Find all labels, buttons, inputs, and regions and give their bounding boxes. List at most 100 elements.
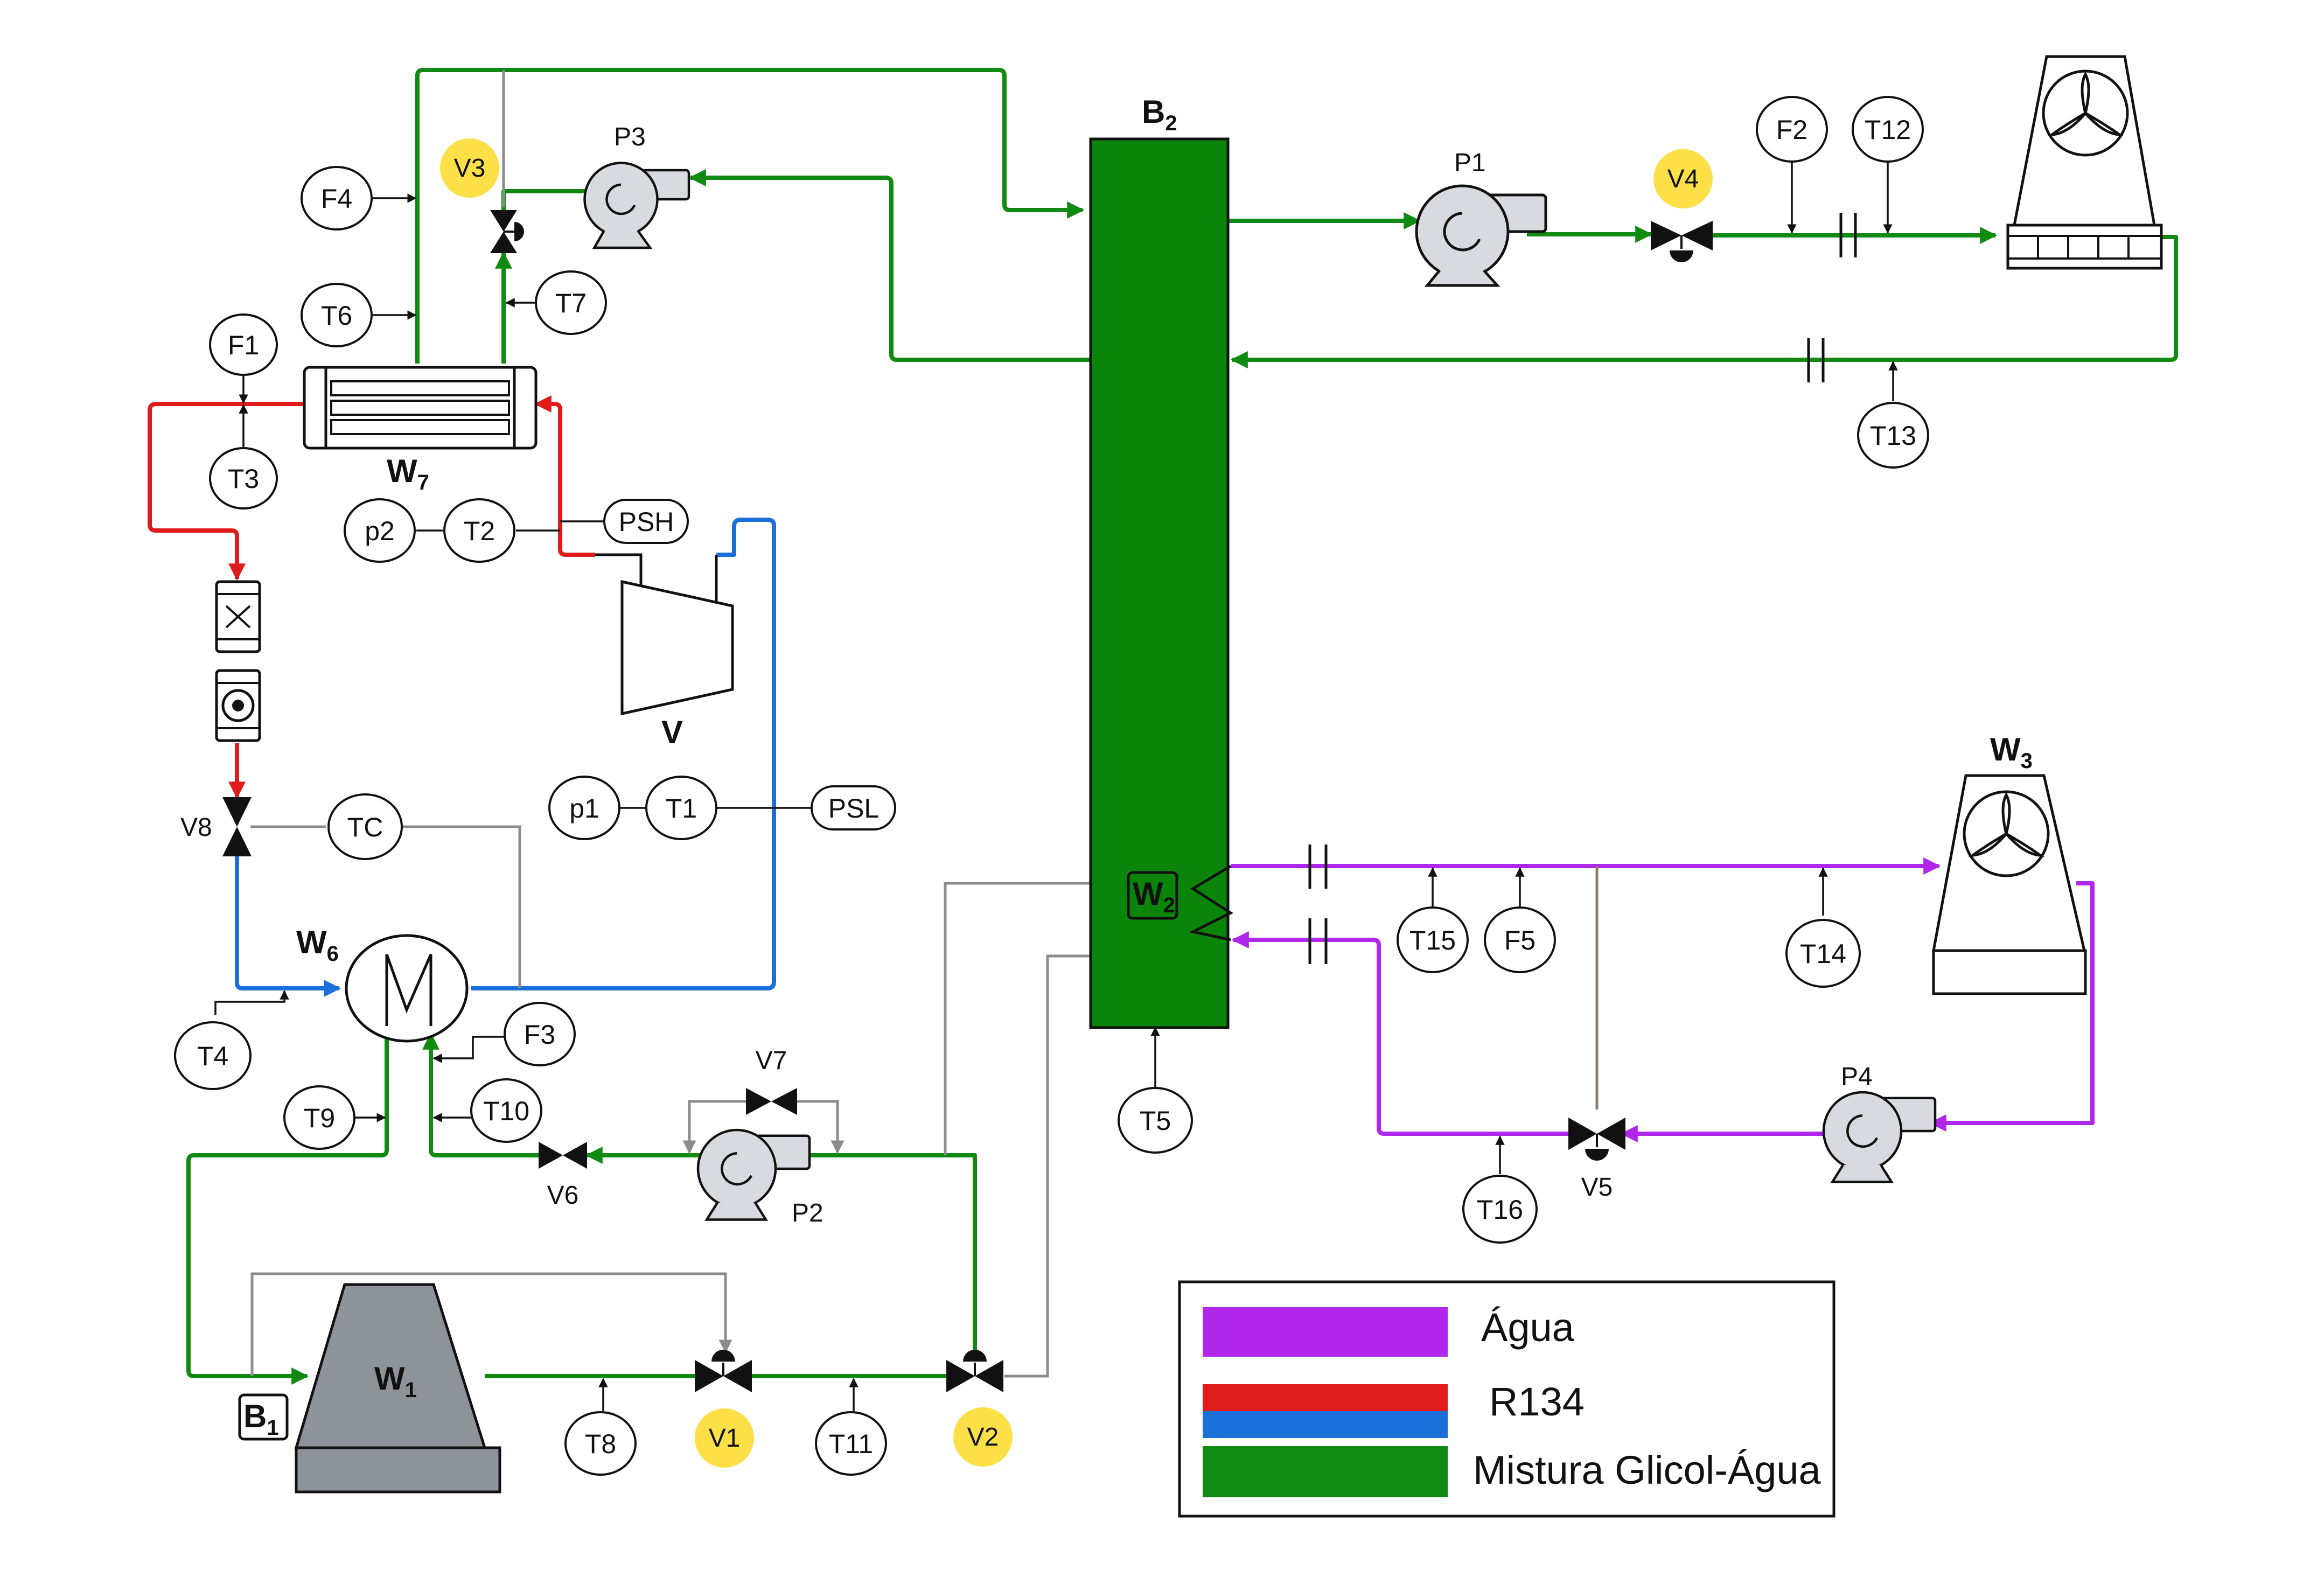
pump-p3 [583,162,690,249]
connector-t4 [214,990,289,1015]
instrument-t1[interactable]: T1 [645,776,717,840]
instrument-t13[interactable]: T13 [1857,402,1929,469]
instrument-p2[interactable]: p2 [344,498,416,563]
pump-p1 [1415,184,1547,287]
valve-v2-label: V2 [967,1423,999,1452]
legend-swatch-glycol [1203,1446,1448,1497]
pump-p2 [696,1128,811,1221]
svg-text:F5: F5 [1504,925,1536,955]
svg-text:PSH: PSH [619,507,674,537]
signal-line-v7-bypass [682,1100,746,1154]
instrument-t5[interactable]: T5 [1118,1087,1193,1154]
instrument-t3[interactable]: T3 [209,447,278,510]
svg-text:F4: F4 [321,184,352,214]
r134-cold-line-w6-to-compressor [471,518,776,990]
svg-text:T2: T2 [464,516,495,546]
svg-text:T9: T9 [304,1103,335,1133]
r134-cold-line-v8-to-w6 [235,856,341,997]
valve-v4-label: V4 [1667,165,1699,193]
instrument-t9[interactable]: T9 [283,1085,355,1150]
valve-v3-highlight [440,138,499,198]
instrument-t6[interactable]: T6 [301,283,373,347]
pump-p2-label: P2 [792,1199,823,1227]
instrument-t11[interactable]: T11 [815,1411,887,1476]
valve-v4[interactable] [1651,221,1713,262]
r134-hot-line-compressor-to-w7 [534,395,595,557]
pump-p1-label: P1 [1454,149,1486,177]
valve-v6[interactable] [539,1142,587,1169]
coil-w2-zigzag-icon [1189,864,1234,941]
valve-v8[interactable] [222,797,252,856]
cooling-tower-w3: W3 [1931,731,2087,995]
svg-text:F2: F2 [1776,115,1807,145]
legend-swatch-r134-hot [1203,1384,1448,1411]
instrument-t7[interactable]: T7 [535,270,607,335]
instrument-t12[interactable]: T12 [1852,96,1924,163]
glycol-line-v2-to-p2 [787,1147,977,1357]
instruments: F4 T6 T7 F1 T3 p2 T2 PSH p1 T1 PSL TC T4… [174,96,1929,1476]
tank-b2: B2 W2 [1089,94,1234,1029]
water-line-v5-to-w2 [1231,931,1573,1136]
instrument-f1[interactable]: F1 [209,313,278,376]
signal-line-w1-to-v1 [250,1272,732,1376]
instrument-t2[interactable]: T2 [443,498,515,563]
legend-swatch-r134-cold [1203,1411,1448,1438]
instrument-t16[interactable]: T16 [1462,1175,1538,1244]
instrument-t8[interactable]: T8 [564,1411,637,1476]
instrument-t4[interactable]: T4 [174,1021,252,1090]
filter-dryer [215,580,261,653]
r134-hot-line-w7-to-filter [148,402,304,581]
heat-exchanger-w7: W7 [303,366,538,494]
valve-v1-label: V1 [709,1424,741,1453]
instrument-f2[interactable]: F2 [1756,96,1828,163]
instrument-f3[interactable]: F3 [504,1002,576,1066]
valve-v5[interactable] [1568,1118,1625,1161]
instrument-t15[interactable]: T15 [1397,906,1469,973]
glycol-line-v6-to-w6 [422,1032,539,1157]
instrument-psh[interactable]: PSH [603,499,689,544]
instrument-tc[interactable]: TC [327,793,403,860]
valve-v3-label: V3 [454,154,486,183]
cooling-tower-w4 [2006,55,2163,270]
instrument-t14[interactable]: T14 [1785,919,1861,988]
valve-v2[interactable] [946,1350,1003,1392]
glycol-line-w7-to-b2 [415,68,1085,364]
svg-text:T11: T11 [829,1429,873,1459]
glycol-line-w6-to-w1 [186,1026,389,1385]
instrument-t10[interactable]: T10 [470,1078,542,1143]
svg-text:T1: T1 [666,793,697,824]
svg-text:T5: T5 [1140,1106,1171,1136]
instrument-f4[interactable]: F4 [301,166,373,231]
valve-v1[interactable] [695,1350,752,1392]
pump-p3-label: P3 [614,123,646,151]
coil-w2-box [1127,871,1178,920]
svg-text:T12: T12 [1865,115,1911,145]
instrument-f5[interactable]: F5 [1484,906,1556,973]
tank-b2-body [1089,137,1230,1029]
heat-exchanger-w6-label: W6 [296,924,339,966]
heat-exchanger-w7-label: W7 [387,453,429,494]
glycol-line-return-to-b2 [1230,235,2178,368]
connector-f3 [432,1036,505,1063]
svg-text:F1: F1 [228,330,259,360]
water-lines [1231,857,2095,1142]
instrument-psl[interactable]: PSL [811,785,896,831]
r134-lines [148,395,776,997]
legend: Água R134 Mistura Glicol-Água [1178,1280,1836,1518]
signal-line-tc-loop [399,825,521,988]
valve-v3[interactable] [490,210,524,253]
svg-text:T14: T14 [1800,939,1846,969]
svg-text:T3: T3 [228,464,259,494]
heat-exchanger-w6-coil-icon [385,953,432,1026]
legend-label-r134: R134 [1489,1379,1585,1424]
valve-v2-highlight [953,1407,1013,1467]
glycol-line-p3-to-v3 [501,189,590,210]
fan-icon [2047,71,2124,137]
pump-p4-label: P4 [1841,1063,1873,1091]
valve-v7[interactable] [746,1088,797,1115]
instrument-p1[interactable]: p1 [548,776,620,840]
compressor-v: V [595,553,734,750]
svg-text:T4: T4 [197,1041,228,1071]
signal-line-v7-bypass-right [797,1100,845,1154]
